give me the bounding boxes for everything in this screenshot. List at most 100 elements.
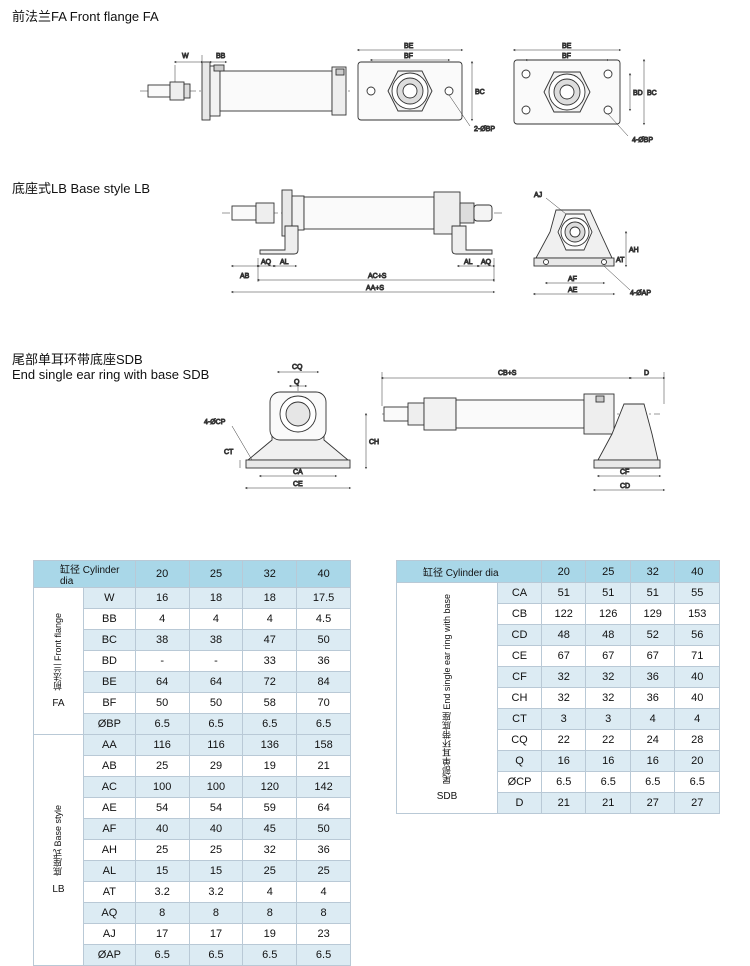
dim-lb-aq1: AQ bbox=[261, 259, 272, 266]
fa-side-view bbox=[140, 55, 350, 121]
dim-fa-bp4: 4-ØBP bbox=[632, 137, 653, 144]
value-cell: 18 bbox=[242, 587, 298, 609]
value-cell: 17 bbox=[188, 923, 244, 945]
value-cell: 16 bbox=[585, 750, 631, 772]
group-label-cn: 底座式 bbox=[53, 849, 64, 877]
value-cell: 3.2 bbox=[188, 881, 244, 903]
param-cell: AC bbox=[82, 776, 136, 798]
dim-fa-bf2: BF bbox=[562, 53, 571, 60]
value-cell: 25 bbox=[296, 860, 351, 882]
dim-lb-ah: AH bbox=[629, 247, 639, 254]
param-cell: AB bbox=[82, 755, 136, 777]
param-cell: AE bbox=[82, 797, 136, 819]
group-name: FA bbox=[52, 697, 65, 709]
fa-section-title: 前法兰FA Front flange FA bbox=[12, 9, 159, 24]
value-cell: 32 bbox=[540, 687, 587, 709]
table-header-size: 20 bbox=[134, 560, 190, 588]
value-cell: 4 bbox=[242, 881, 298, 903]
param-cell: ØBP bbox=[82, 713, 136, 735]
value-cell: 72 bbox=[242, 671, 298, 693]
value-cell: 3 bbox=[585, 708, 631, 730]
value-cell: - bbox=[134, 650, 190, 672]
value-cell: 6.5 bbox=[296, 944, 351, 966]
param-cell: AF bbox=[82, 818, 136, 840]
value-cell: 36 bbox=[296, 650, 351, 672]
value-cell: 4.5 bbox=[296, 608, 351, 630]
value-cell: 64 bbox=[296, 797, 351, 819]
param-cell: BD bbox=[82, 650, 136, 672]
value-cell: 153 bbox=[674, 603, 720, 625]
value-cell: 55 bbox=[674, 582, 720, 604]
group-label-vertical: 底座式 Base style bbox=[53, 805, 63, 876]
dim-fa-bf1: BF bbox=[404, 53, 413, 60]
value-cell: 21 bbox=[540, 792, 587, 814]
value-cell: 54 bbox=[188, 797, 244, 819]
param-cell: CH bbox=[497, 687, 542, 709]
dim-fa-bb: BB bbox=[216, 53, 226, 60]
value-cell: 84 bbox=[296, 671, 351, 693]
table-header-label: 缸径 Cylinder dia bbox=[33, 560, 136, 588]
param-cell: CQ bbox=[497, 729, 542, 751]
value-cell: 116 bbox=[188, 734, 244, 756]
value-cell: 40 bbox=[674, 666, 720, 688]
param-cell: Q bbox=[497, 750, 542, 772]
value-cell: 8 bbox=[296, 902, 351, 924]
value-cell: 116 bbox=[134, 734, 190, 756]
table-header-size: 32 bbox=[242, 560, 298, 588]
value-cell: 126 bbox=[585, 603, 631, 625]
sdb-front-view bbox=[231, 370, 368, 490]
param-cell: AH bbox=[82, 839, 136, 861]
value-cell: 6.5 bbox=[242, 944, 298, 966]
value-cell: 16 bbox=[540, 750, 587, 772]
value-cell: 6.5 bbox=[540, 771, 587, 793]
value-cell: 122 bbox=[540, 603, 587, 625]
value-cell: 40 bbox=[674, 687, 720, 709]
dim-fa-bd2: BD bbox=[633, 90, 643, 97]
value-cell: 32 bbox=[242, 839, 298, 861]
group-label-cn: 前法兰 bbox=[53, 663, 64, 691]
dim-fa-bp2: 2-ØBP bbox=[474, 126, 495, 133]
value-cell: 59 bbox=[242, 797, 298, 819]
value-cell: 67 bbox=[585, 645, 631, 667]
value-cell: 142 bbox=[296, 776, 351, 798]
value-cell: 8 bbox=[242, 902, 298, 924]
param-cell: AA bbox=[82, 734, 136, 756]
group-name: SDB bbox=[436, 791, 458, 803]
value-cell: 4 bbox=[296, 881, 351, 903]
dim-sdb-cp: 4-ØCP bbox=[204, 419, 226, 426]
fa-front-view-1 bbox=[356, 48, 474, 127]
value-cell: 3 bbox=[540, 708, 587, 730]
value-cell: 25 bbox=[134, 755, 190, 777]
table-header-size: 32 bbox=[629, 560, 676, 583]
value-cell: 6.5 bbox=[188, 713, 244, 735]
value-cell: 21 bbox=[585, 792, 631, 814]
dim-fa-bc2: BC bbox=[647, 90, 657, 97]
value-cell: 51 bbox=[540, 582, 587, 604]
value-cell: 136 bbox=[242, 734, 298, 756]
value-cell: 71 bbox=[674, 645, 720, 667]
value-cell: - bbox=[188, 650, 244, 672]
value-cell: 54 bbox=[134, 797, 190, 819]
param-cell: CT bbox=[497, 708, 542, 730]
dim-lb-at: AT bbox=[616, 257, 625, 264]
value-cell: 100 bbox=[134, 776, 190, 798]
dim-lb-acs: AC+S bbox=[368, 273, 387, 280]
value-cell: 64 bbox=[134, 671, 190, 693]
dim-sdb-cbs: CB+S bbox=[498, 370, 517, 377]
value-cell: 15 bbox=[134, 860, 190, 882]
dim-lb-aj: AJ bbox=[534, 192, 542, 199]
value-cell: 22 bbox=[585, 729, 631, 751]
table-header-size: 40 bbox=[296, 560, 351, 588]
